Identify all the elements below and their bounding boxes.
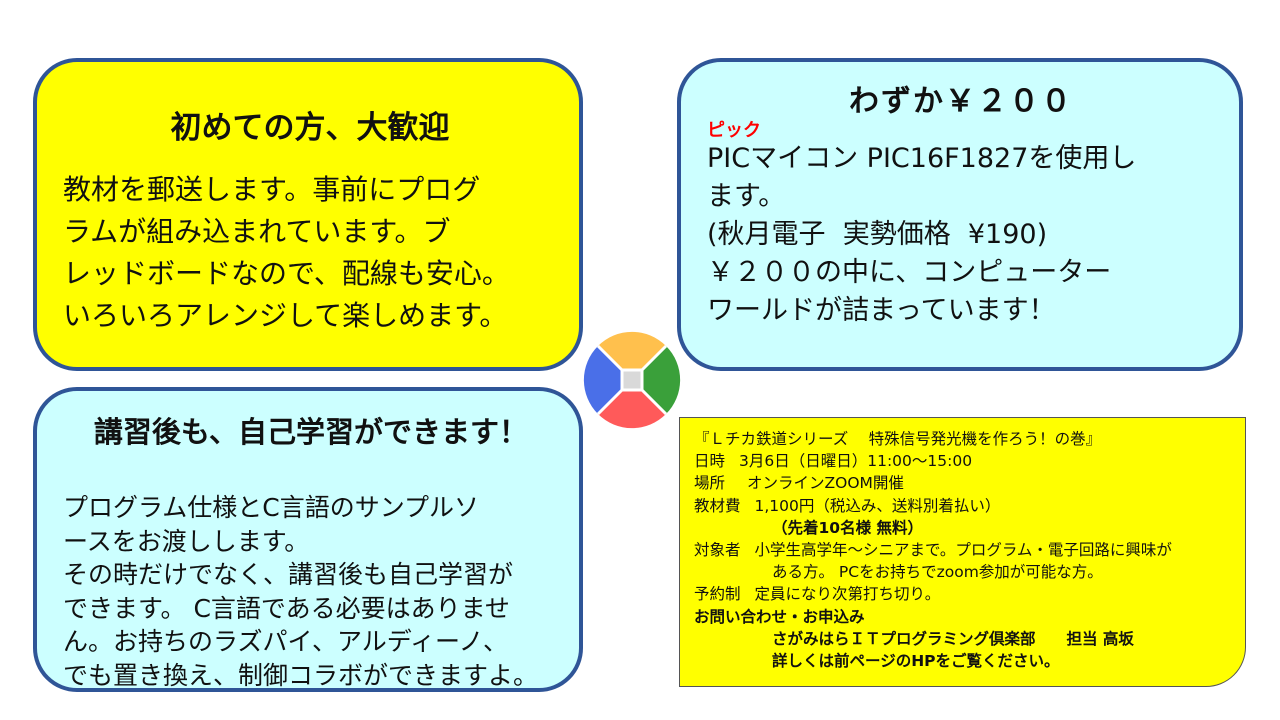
event-reserve-label: 予約制 <box>694 585 741 604</box>
event-fee-note: （先着10名様 無料） <box>772 518 923 537</box>
event-target-row: 対象者 小学生高学年～シニアまで。プログラム・電子回路に興味が <box>694 539 1235 561</box>
event-fee-label: 教材費 <box>694 496 741 515</box>
event-reserve-value: 定員になり次第打ち切り。 <box>754 585 941 604</box>
event-fee-value: 1,100円（税込み、送料別着払い） <box>754 496 1001 515</box>
event-reserve-row: 予約制 定員になり次第打ち切り。 <box>694 583 1235 605</box>
compass-left-segment <box>583 346 622 414</box>
event-target-value-2: ある方。 PCをお持ちでzoom参加が可能な方。 <box>772 563 1103 582</box>
event-contact-org: さがみはらＩＴプログラミング倶楽部 担当 高坂 <box>772 629 1134 648</box>
event-place-row: 場所 オンラインZOOM開催 <box>694 472 1235 494</box>
event-date-row: 日時 3月6日（日曜日）11:00～15:00 <box>694 450 1235 472</box>
event-date-value: 3月6日（日曜日）11:00～15:00 <box>739 452 973 471</box>
card1-title: 初めての方、大歓迎 <box>170 110 450 146</box>
event-info-box: 『Ｌチカ鉄道シリーズ 特殊信号発光機を作ろう！の巻』 日時 3月6日（日曜日）1… <box>679 417 1246 687</box>
event-contact-note: 詳しくは前ページのHPをご覧ください。 <box>772 652 1060 671</box>
card-price: わずか￥２００ ピック PICマイコン PIC16F1827を使用し ます。 (… <box>677 58 1243 371</box>
card1-body: 教材を郵送します。事前にプログ ラムが組み込まれています。ブ レッドボードなので… <box>63 173 510 332</box>
compass-center <box>622 370 642 390</box>
card2-body: PICマイコン PIC16F1827を使用し ます。 (秋月電子 実勢価格 ¥1… <box>707 143 1137 326</box>
event-contact-label: お問い合わせ・お申込み <box>694 607 865 626</box>
card-beginners-welcome: 初めての方、大歓迎 教材を郵送します。事前にプログ ラムが組み込まれています。ブ… <box>33 58 583 371</box>
card-self-study: 講習後も、自己学習ができます！ プログラム仕様とC言語のサンプルソ ースをお渡し… <box>33 387 583 692</box>
event-place-label: 場所 <box>694 474 726 493</box>
card2-ruby: ピック <box>707 120 761 141</box>
card2-title: わずか￥２００ <box>849 84 1073 119</box>
event-fee-row: 教材費 1,100円（税込み、送料別着払い） <box>694 495 1235 517</box>
compass-top-segment <box>598 331 666 370</box>
compass-right-segment <box>642 346 681 414</box>
event-target-label: 対象者 <box>694 541 741 560</box>
event-title: 『Ｌチカ鉄道シリーズ 特殊信号発光機を作ろう！の巻』 <box>694 430 1102 448</box>
event-date-label: 日時 <box>694 452 726 471</box>
compass-decoration <box>583 331 681 429</box>
event-place-value: オンラインZOOM開催 <box>747 474 904 493</box>
card3-body: プログラム仕様とC言語のサンプルソ ースをお渡しします。 その時だけでなく、講習… <box>63 493 539 690</box>
compass-bottom-segment <box>598 390 666 429</box>
card3-title: 講習後も、自己学習ができます！ <box>93 415 529 449</box>
event-target-value-1: 小学生高学年～シニアまで。プログラム・電子回路に興味が <box>754 541 1172 560</box>
